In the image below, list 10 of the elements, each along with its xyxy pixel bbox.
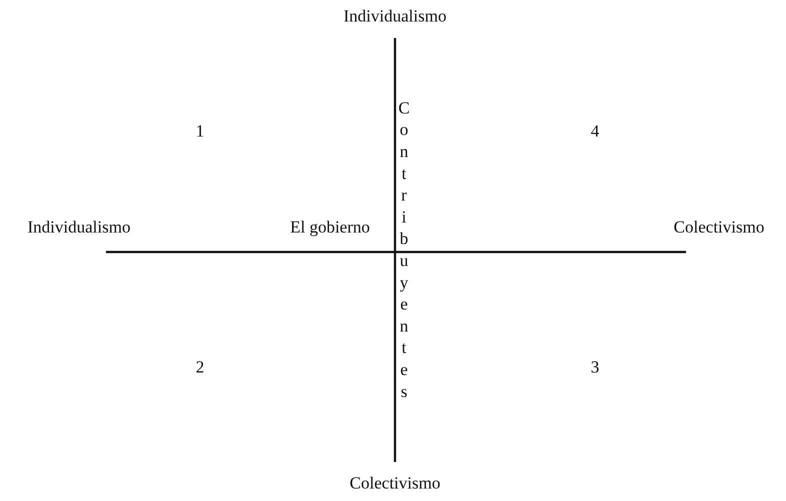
axis-label: El gobierno — [290, 218, 370, 238]
quadrant-number: 3 — [590, 358, 600, 378]
quadrant-number: 2 — [196, 358, 204, 378]
axis-label: Individualismo — [28, 218, 130, 238]
axis-label: Individualismo — [344, 8, 446, 26]
axis-label: Colectivismo — [350, 474, 440, 494]
axis-label: Colectivismo — [674, 218, 764, 238]
axis-label: Contribuyentes — [396, 98, 412, 404]
quadrant-number: 4 — [590, 122, 600, 142]
quadrant-number: 1 — [196, 122, 204, 142]
